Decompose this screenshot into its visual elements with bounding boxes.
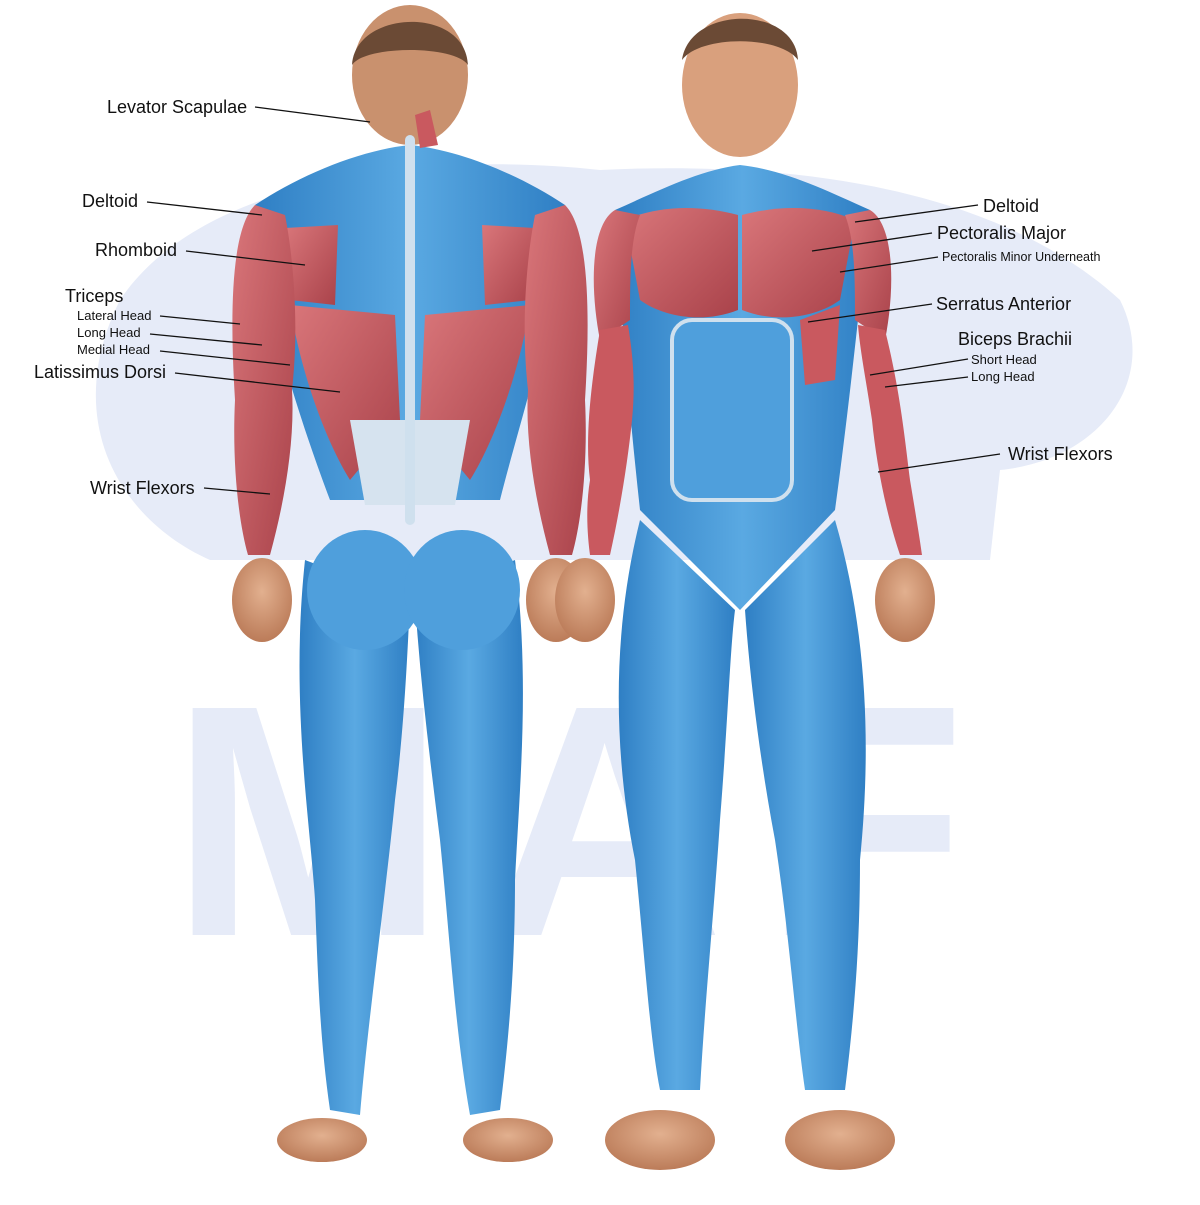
anterior-right-leg — [745, 520, 866, 1090]
label-rhomboid: Rhomboid — [95, 240, 178, 260]
posterior-right-leg — [415, 560, 523, 1115]
label-levator-scapulae: Levator Scapulae — [107, 97, 248, 117]
label-triceps-medial-head: Medial Head — [77, 342, 150, 357]
label-biceps-short-head: Short Head — [971, 352, 1037, 367]
label-posterior-wrist-flexors: Wrist Flexors — [90, 478, 195, 498]
label-triceps-long-head: Long Head — [77, 325, 141, 340]
anterior-head — [682, 13, 798, 157]
anterior-hair — [682, 18, 798, 60]
anterior-left-foot — [605, 1110, 715, 1170]
leader-anterior-wrist-flexors — [877, 453, 1001, 473]
leader-pectoralis-minor — [839, 256, 939, 273]
leader-rhomboid — [185, 250, 306, 266]
leader-posterior-wrist-flexors — [203, 487, 271, 495]
anterior-abdominals — [670, 318, 794, 502]
posterior-hair — [352, 21, 468, 65]
leader-levator-scapulae — [254, 106, 371, 123]
posterior-left-leg — [299, 560, 410, 1115]
leader-serratus-anterior — [807, 303, 933, 323]
label-triceps-lateral-head: Lateral Head — [77, 308, 152, 323]
leader-pectoralis-major — [811, 232, 933, 252]
watermark-text: MAF — [171, 636, 1006, 1005]
anterior-pectoralis-major — [625, 208, 738, 318]
label-posterior-deltoid: Deltoid — [82, 191, 139, 211]
leader-lines — [146, 106, 1001, 495]
label-anterior-deltoid: Deltoid — [983, 196, 1040, 216]
posterior-figure — [232, 5, 588, 1162]
leader-triceps-long — [149, 333, 263, 346]
label-biceps-brachii: Biceps Brachii — [958, 329, 1073, 349]
posterior-glute-right — [404, 530, 520, 650]
leader-biceps-short — [869, 358, 969, 376]
leader-latissimus — [174, 372, 341, 393]
anterior-serratus-anterior — [800, 305, 840, 385]
anterior-left-leg — [618, 520, 735, 1090]
leader-biceps-long — [884, 376, 969, 388]
anterior-right-arm — [858, 325, 922, 555]
label-latissimus-dorsi: Latissimus Dorsi — [34, 362, 167, 382]
label-triceps: Triceps — [65, 286, 124, 306]
posterior-rhomboid — [285, 225, 338, 305]
label-serratus-anterior: Serratus Anterior — [936, 294, 1072, 314]
anterior-left-arm — [587, 325, 634, 555]
posterior-left-hand — [232, 558, 292, 642]
posterior-left-foot — [277, 1118, 367, 1162]
label-biceps-long-head: Long Head — [971, 369, 1035, 384]
label-pectoralis-minor: Pectoralis Minor Underneath — [942, 250, 1101, 264]
posterior-glute-left — [307, 530, 423, 650]
label-anterior-wrist-flexors: Wrist Flexors — [1008, 444, 1113, 464]
anterior-deltoid — [593, 210, 640, 340]
label-pectoralis-major: Pectoralis Major — [937, 223, 1067, 243]
leader-triceps-lateral — [159, 315, 241, 325]
anterior-left-hand — [555, 558, 615, 642]
leader-posterior-deltoid — [146, 201, 263, 216]
anterior-figure — [555, 13, 935, 1170]
leader-anterior-deltoid — [854, 204, 979, 223]
leader-triceps-medial — [159, 350, 291, 366]
posterior-levator-scapulae — [415, 110, 438, 148]
posterior-left-arm — [232, 205, 296, 555]
